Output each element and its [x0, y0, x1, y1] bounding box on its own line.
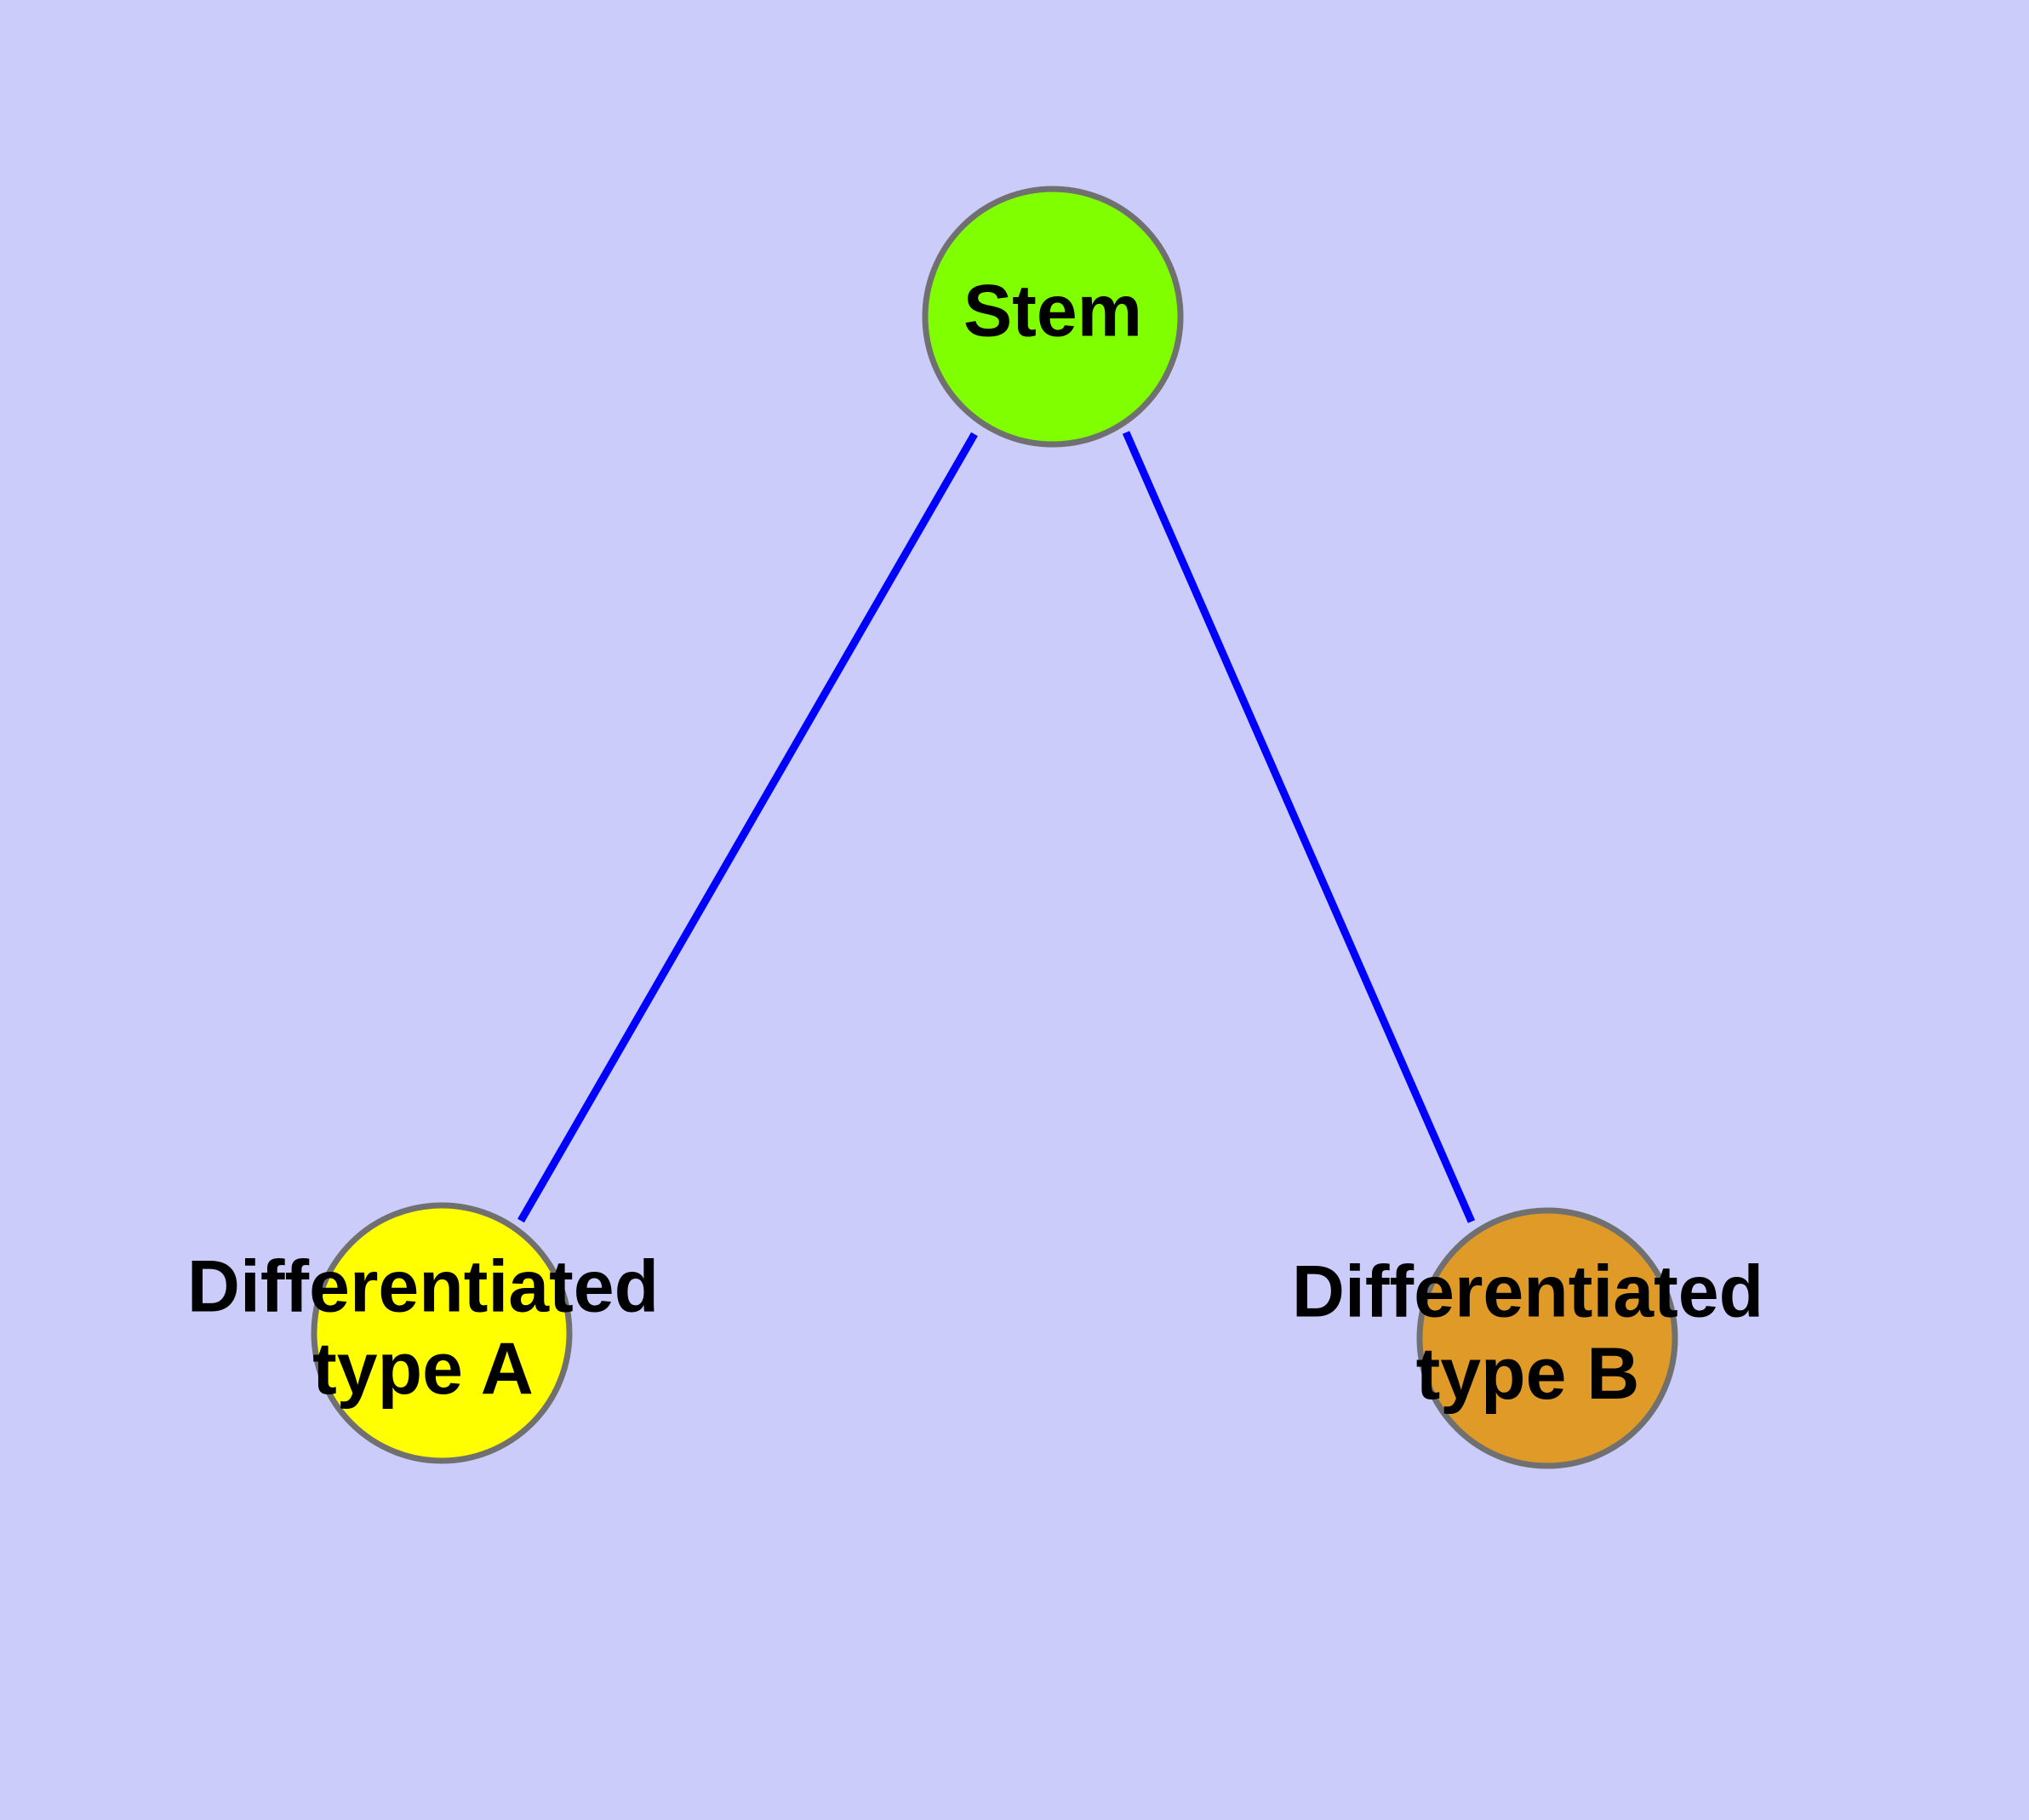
- node-label-line-diff_a-1: type A: [312, 1328, 534, 1410]
- node-circle-diff_a[interactable]: [311, 1202, 573, 1464]
- node-label-stem: Stem: [963, 271, 1142, 352]
- node-label-line-diff_b-1: type B: [1416, 1333, 1640, 1415]
- edge-stem-to-diff_b[interactable]: [1122, 431, 1476, 1223]
- node-circle-diff_b[interactable]: [1416, 1207, 1678, 1469]
- edge-stem-to-diff_a[interactable]: [517, 432, 978, 1223]
- node-label-line-stem-0: Stem: [963, 271, 1142, 352]
- node-circle-stem[interactable]: [922, 186, 1184, 448]
- node-label-line-diff_a-0: Differentiated: [187, 1246, 659, 1328]
- node-label-line-diff_b-0: Differentiated: [1292, 1251, 1763, 1333]
- edges-layer: [517, 431, 1476, 1223]
